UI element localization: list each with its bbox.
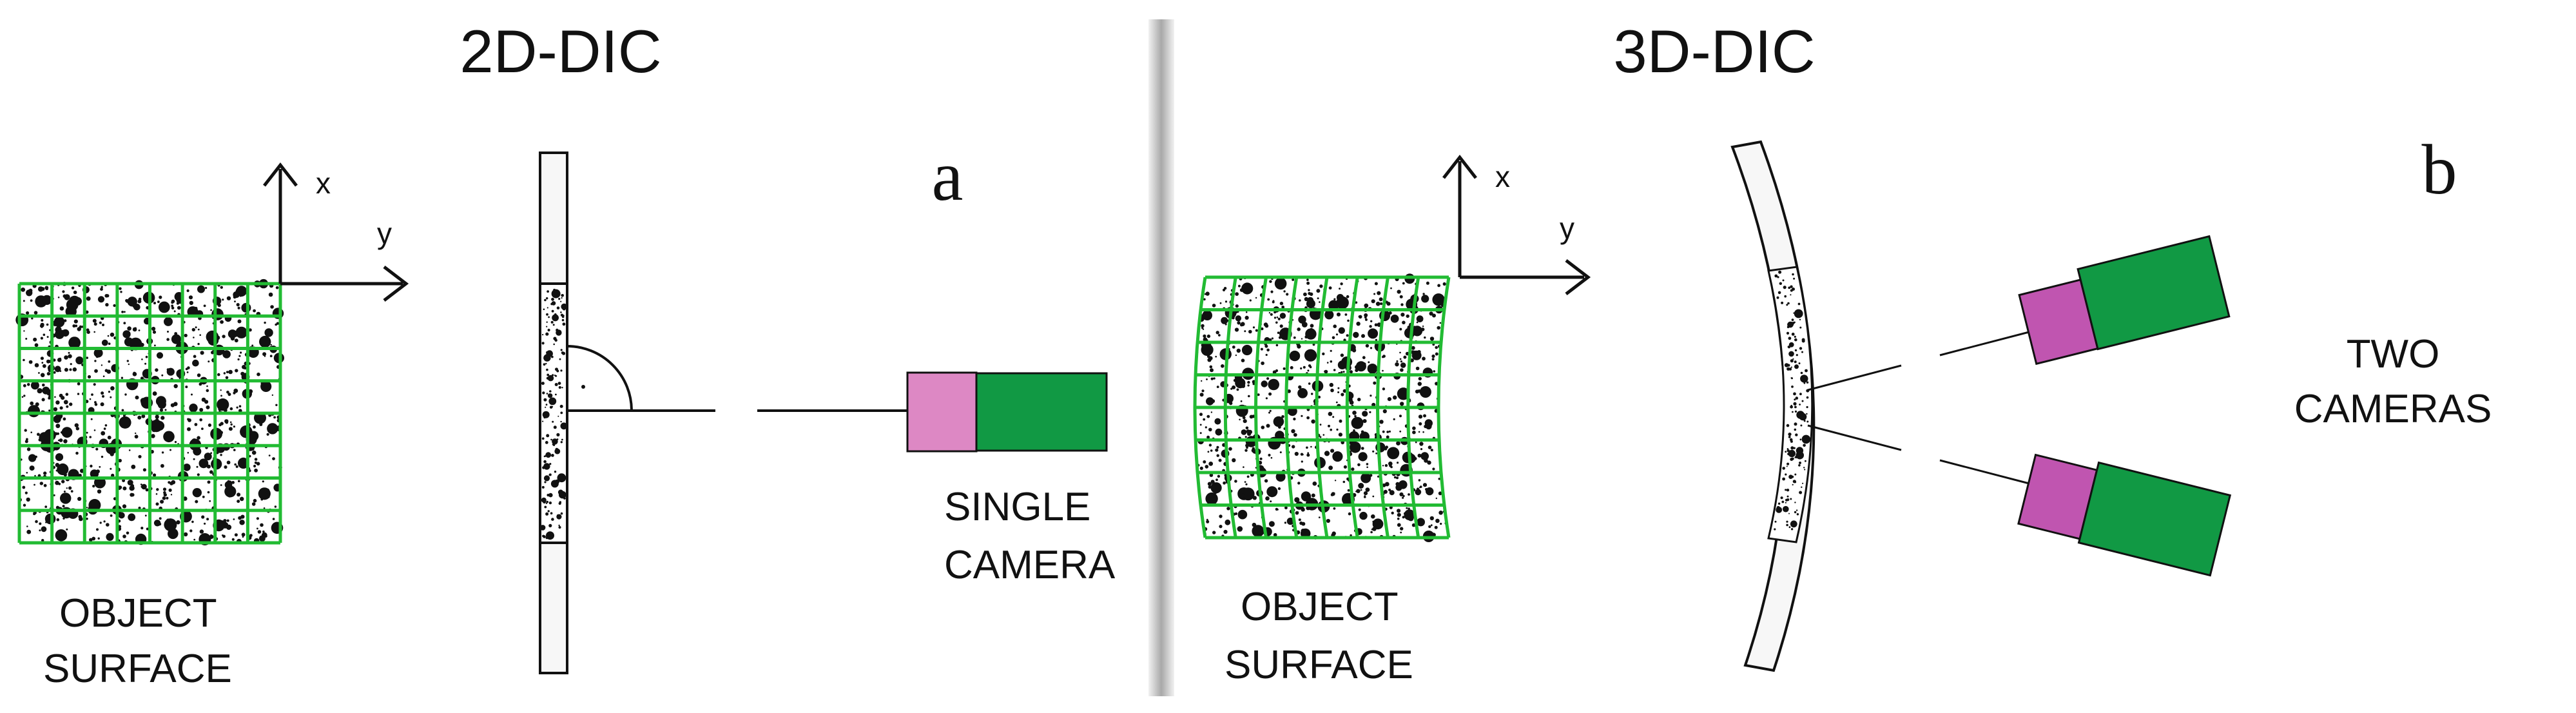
camera-caption-b-line2: CAMERAS [2294, 387, 2492, 431]
right-angle-arc [567, 345, 633, 411]
camera-caption-a-line1: SINGLE [944, 485, 1090, 529]
axis-arrows-icon [263, 162, 409, 302]
camera-icon [906, 371, 1108, 453]
panel-b-letter: b [2422, 130, 2457, 209]
axis-x-label-a: x [316, 166, 331, 200]
axis-y-label-b: y [1560, 211, 1574, 245]
camera-icon [2018, 235, 2231, 366]
axis-x-label-b: x [1495, 160, 1510, 193]
camera-body [975, 372, 1108, 452]
object-caption-b-line1: OBJECT [1241, 585, 1399, 629]
panel-a: 2D-DIC a x y [15, 17, 1116, 691]
object-surface-a [15, 278, 284, 545]
axis-y-label-a: y [377, 217, 392, 250]
optical-axis-b-bottom [1807, 424, 1902, 451]
specimen-side-view-a [539, 151, 568, 674]
speckle-grid-icon [17, 282, 282, 545]
panel-a-letter: a [932, 137, 964, 215]
camera-icon [2017, 453, 2232, 577]
panel-a-title: 2D-DIC [460, 17, 661, 85]
camera-body [2077, 235, 2231, 351]
camera-body [2077, 461, 2232, 577]
camera-caption-b-line1: TWO [2347, 332, 2440, 376]
optical-axis-b-top [1807, 364, 1902, 391]
specimen-side-view-b [1730, 140, 1816, 672]
lens-icon [906, 371, 978, 453]
axis-arrows-icon [1442, 154, 1591, 295]
object-caption-b-line2: SURFACE [1225, 643, 1413, 687]
camera-caption-a-line2: CAMERA [944, 543, 1116, 587]
object-surface-b [1193, 273, 1451, 542]
speckle-grid-icon [1193, 275, 1451, 540]
object-caption-a-line2: SURFACE [43, 647, 232, 691]
panel-divider [1148, 19, 1174, 696]
panel-b: 3D-DIC b x y [1193, 17, 2492, 687]
panel-b-title: 3D-DIC [1613, 17, 1815, 85]
object-caption-a-line1: OBJECT [59, 591, 217, 636]
